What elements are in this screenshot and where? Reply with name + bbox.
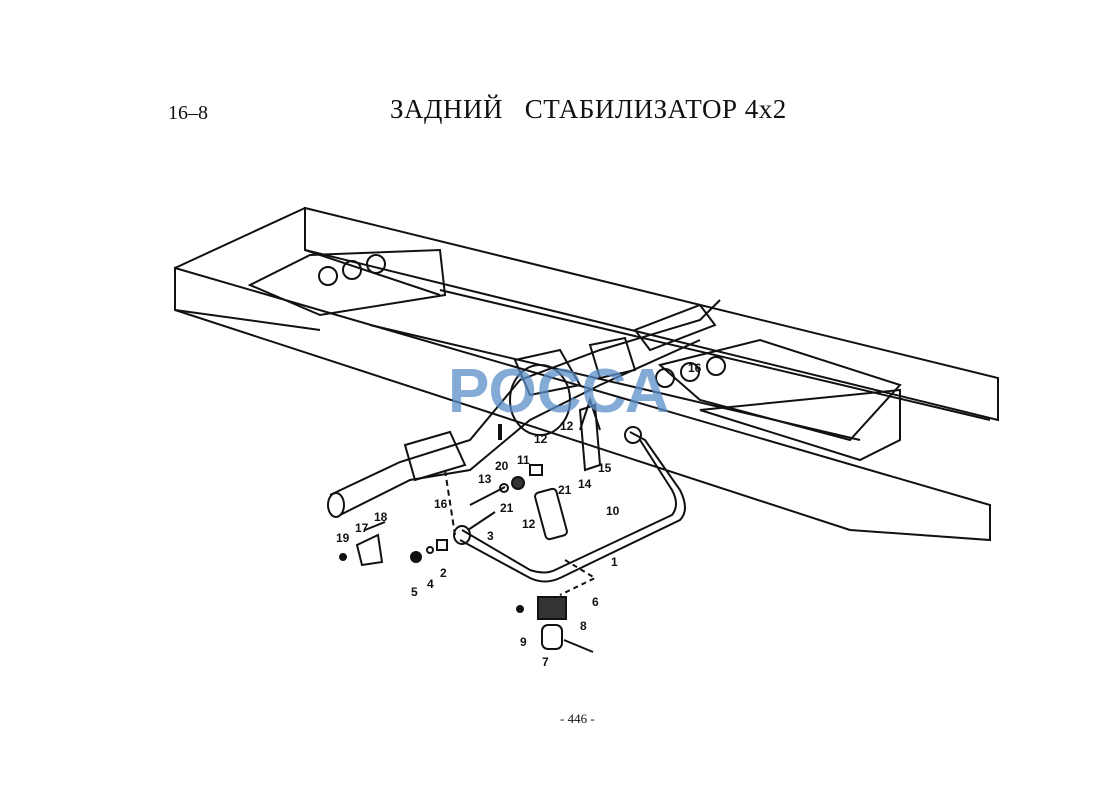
watermark: РОССА [448,357,670,426]
frame [174,206,999,542]
callout: 18 [374,510,388,524]
callout: 19 [336,531,350,545]
callout: 14 [578,477,592,491]
section-number: 16–8 [168,102,208,124]
callout: 8 [580,619,587,633]
callout: 1 [611,555,618,569]
callout: 21 [500,501,514,515]
callout: 21 [558,483,572,497]
callout: 16 [434,497,448,511]
stabilizer-bar [453,426,686,583]
page-title: ЗАДНИЙ СТАБИЛИЗАТОР 4x2 [390,94,787,124]
callout: 16 [688,361,702,375]
callout: 17 [355,521,369,535]
callout: 3 [487,529,494,543]
callout: 15 [598,461,612,475]
callout: 20 [495,459,509,473]
callout: 11 [517,453,530,467]
page-footer-number: - 446 - [560,711,595,726]
callout: 13 [478,472,492,486]
callout: 12 [522,517,536,531]
callout-labels: 1 2 3 4 5 6 7 8 9 10 11 12 12 12 13 14 1… [336,361,702,669]
callout: 12 [534,432,548,446]
callout: 4 [427,577,434,591]
callout: 5 [411,585,418,599]
callout: 9 [520,635,527,649]
callout: 6 [592,595,599,609]
callout: 2 [440,566,447,580]
callout: 7 [542,655,549,669]
callout: 12 [560,419,574,433]
rear-axle [327,299,721,518]
parts [339,396,602,653]
callout: 10 [606,504,620,518]
